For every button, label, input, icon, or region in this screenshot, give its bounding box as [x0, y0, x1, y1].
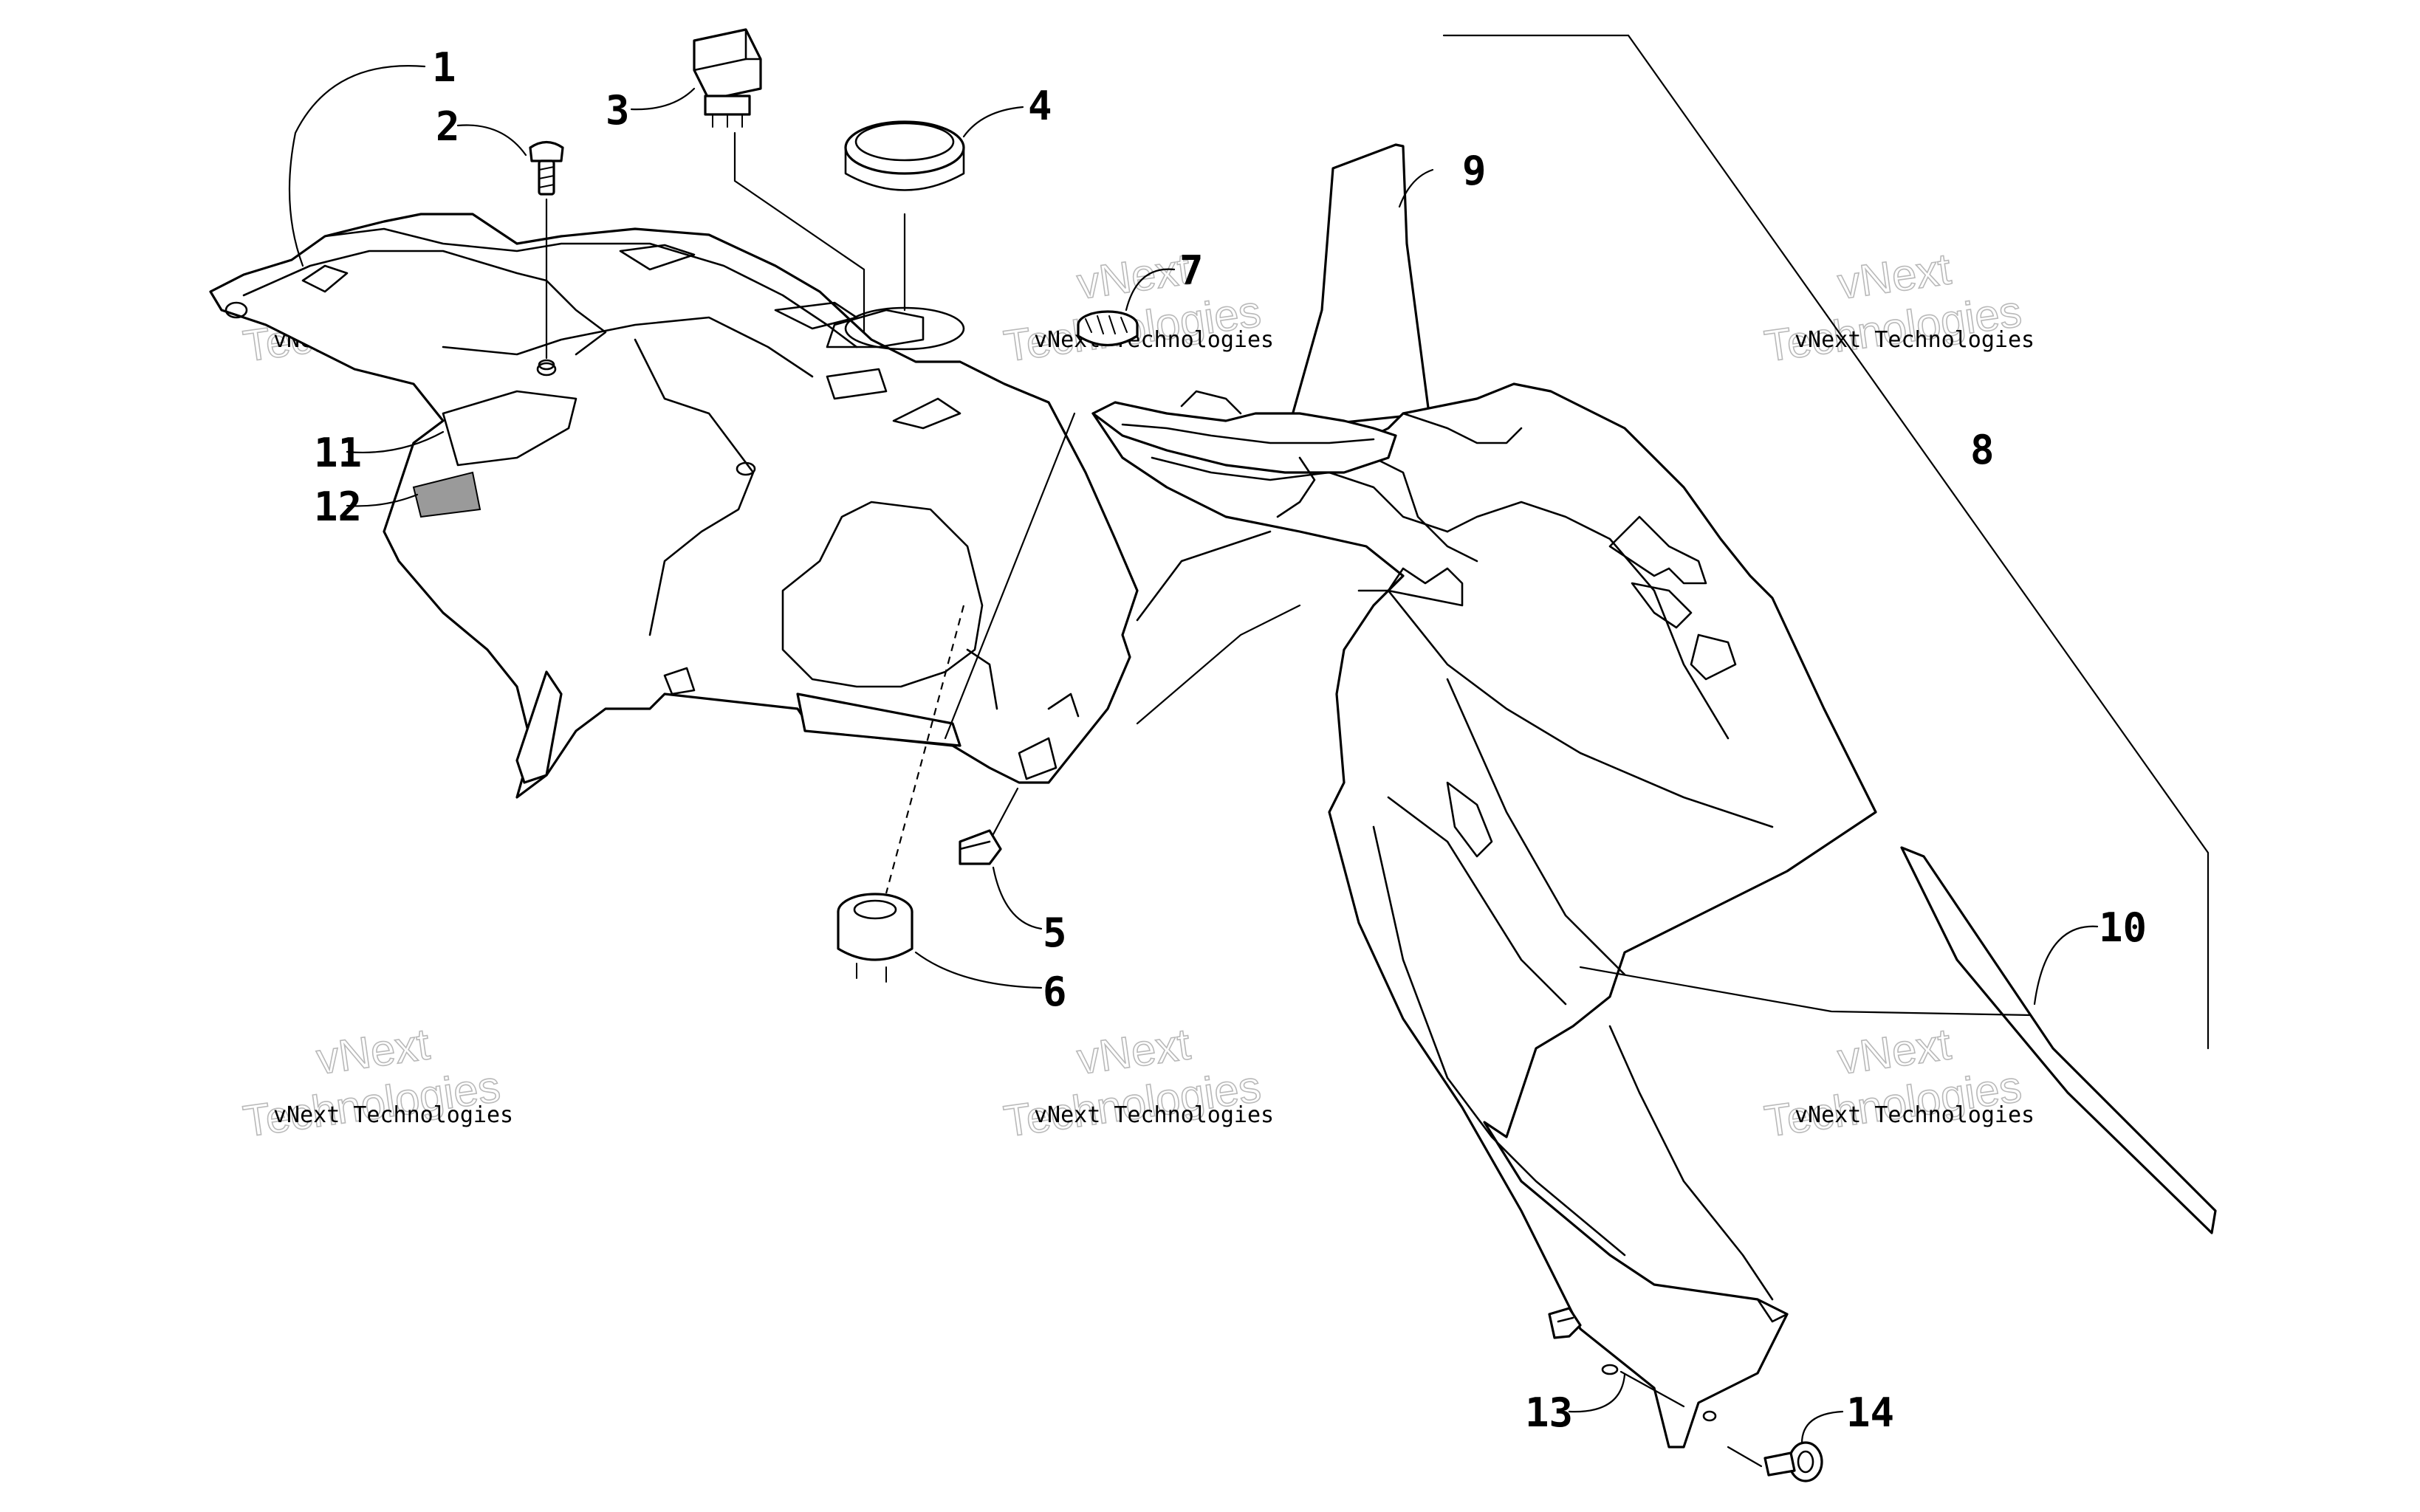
part-4-ring — [844, 120, 965, 351]
leader-4 — [962, 106, 1024, 138]
leader-5 — [992, 866, 1043, 930]
part-3-switch — [693, 28, 865, 334]
callout-labels: 1 2 3 4 5 6 7 8 9 10 11 12 13 14 — [314, 44, 2147, 1436]
part-9-deflector — [1287, 143, 1430, 430]
watermark: Technologies vNext vNext Technologies — [239, 1019, 513, 1147]
callout-8: 8 — [1970, 427, 1995, 473]
leader-13 — [1568, 1373, 1626, 1413]
part-10-side-panel — [1900, 846, 2217, 1234]
callout-10: 10 — [2099, 904, 2147, 951]
callout-6: 6 — [1043, 969, 1067, 1015]
leader-2 — [456, 124, 527, 157]
part-14-fastener — [1727, 1441, 1823, 1482]
leader-9 — [1398, 168, 1434, 208]
callout-1: 1 — [432, 44, 456, 91]
leader-6 — [914, 951, 1043, 989]
callout-leaders — [288, 65, 2099, 1445]
watermark-label: vNext Technologies — [1034, 1102, 1274, 1128]
leader-10 — [2033, 925, 2099, 1006]
callout-3: 3 — [606, 87, 630, 134]
part-8-bracket — [1442, 34, 2210, 1050]
watermark-label: vNext Technologies — [273, 1102, 513, 1128]
part-8-hood-assembly — [1091, 382, 2032, 1449]
callout-5: 5 — [1043, 910, 1067, 956]
part-1-console — [209, 213, 1139, 799]
callout-11: 11 — [314, 430, 362, 476]
leader-7 — [1125, 268, 1176, 312]
leader-12 — [346, 493, 419, 507]
part-13-clip — [1548, 1307, 1685, 1408]
watermark-label: vNext Technologies — [1795, 327, 2035, 353]
leader-3 — [630, 87, 696, 111]
callout-14: 14 — [1846, 1389, 1894, 1436]
watermark: Technologies vNext vNext Technologies — [1000, 1019, 1274, 1147]
watermark: Technologies vNext vNext Technologies — [1761, 244, 2035, 372]
callout-4: 4 — [1028, 83, 1052, 129]
callout-7: 7 — [1179, 247, 1204, 294]
callout-13: 13 — [1525, 1389, 1573, 1436]
watermark: Technologies vNext vNext Technologies — [1761, 1019, 2035, 1147]
leader-14 — [1800, 1410, 1844, 1445]
leader-11 — [346, 430, 445, 454]
callout-9: 9 — [1462, 148, 1487, 194]
watermark-label: vNext Technologies — [1034, 327, 1274, 353]
part-7-cap — [944, 310, 1139, 740]
watermark: Technologies vNext vNext Technologies — [1000, 244, 1274, 372]
part-5-clip — [959, 787, 1019, 865]
watermark-label: vNext Technologies — [1795, 1102, 2035, 1128]
part-2-screw — [529, 140, 564, 371]
leader-1 — [288, 65, 426, 267]
part-6-key-switch — [837, 605, 965, 983]
callout-12: 12 — [314, 484, 362, 530]
callout-2: 2 — [436, 103, 460, 150]
